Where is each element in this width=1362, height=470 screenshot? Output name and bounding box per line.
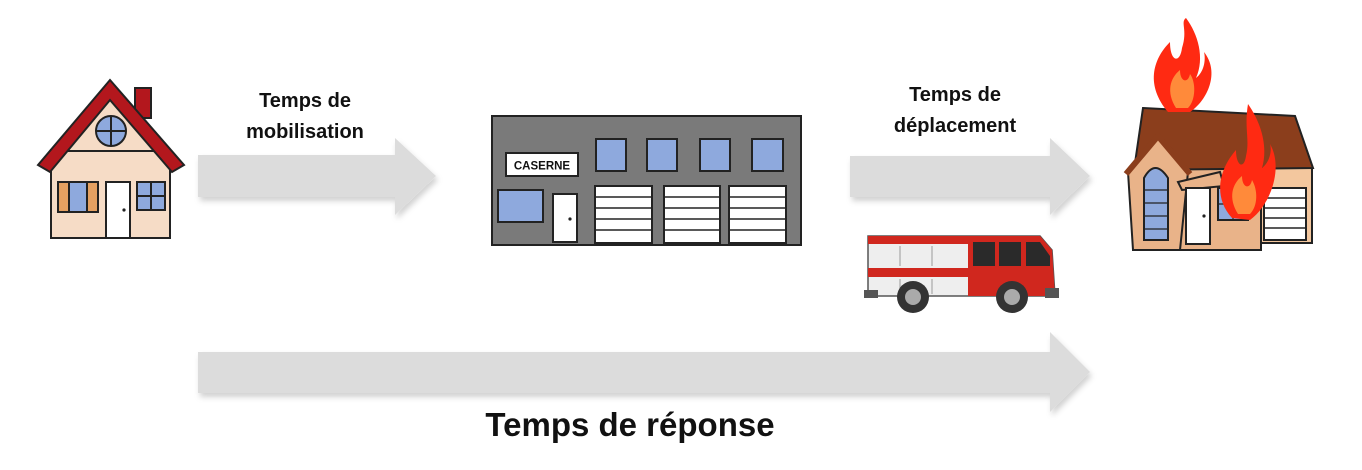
arrow-icon-mobilisation	[198, 138, 436, 215]
arrow-icon-reponse	[198, 332, 1090, 412]
travel-time-label: Temps de déplacement	[865, 80, 1045, 142]
mobilisation-time-label: Temps de mobilisation	[215, 86, 395, 148]
fire-truck-icon	[864, 235, 1059, 313]
deplacement-label-line2: déplacement	[893, 115, 1017, 137]
response-time-label: Temps de réponse	[485, 406, 775, 443]
fire-station-icon	[491, 115, 802, 246]
flame-icon-roof	[1153, 18, 1212, 112]
flame-icon-window	[1220, 104, 1276, 220]
burning-house-icon	[1123, 106, 1315, 251]
caserne-sign-label: CASERNE	[514, 161, 571, 173]
deplacement-label-line1: Temps de	[909, 84, 1001, 106]
arrow-icon-deplacement	[850, 138, 1090, 215]
mobilisation-label-line2: mobilisation	[246, 121, 364, 143]
mobilisation-label-line1: Temps de	[259, 90, 351, 112]
house-icon	[36, 78, 186, 239]
